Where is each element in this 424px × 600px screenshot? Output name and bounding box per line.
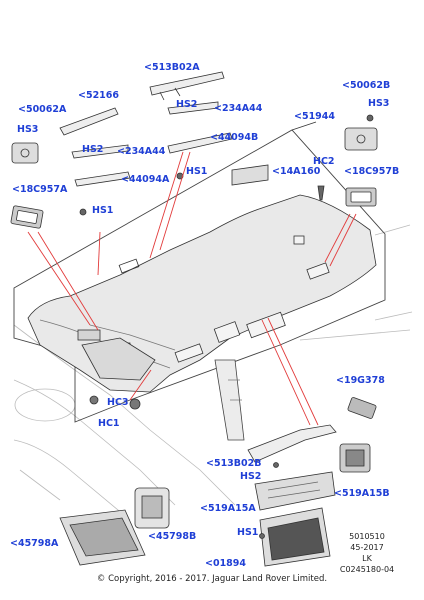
callout-19G378[interactable]: <19G378 (336, 375, 385, 386)
callout-HS1-top[interactable]: HS1 (186, 166, 208, 177)
callout-50062B[interactable]: <50062B (342, 80, 391, 91)
copyright-notice: © Copyright, 2016 - 2017. Jaguar Land Ro… (96, 574, 328, 584)
callout-01894[interactable]: <01894 (205, 558, 247, 569)
callout-45798A[interactable]: <45798A (10, 538, 59, 549)
callout-513B02B[interactable]: <513B02B (206, 458, 262, 469)
drawing-number: 5010510 (349, 532, 385, 541)
callout-44094A[interactable]: <44094A (121, 174, 170, 185)
callout-HS1-left[interactable]: HS1 (92, 205, 114, 216)
drawing-initials: LK (362, 554, 372, 563)
callout-50062A[interactable]: <50062A (18, 104, 67, 115)
callout-HC2[interactable]: HC2 (313, 156, 335, 167)
callout-519A15B[interactable]: <519A15B (334, 488, 390, 499)
drawing-date: 45-2017 (350, 543, 384, 552)
callout-51944[interactable]: <51944 (294, 111, 336, 122)
callout-HS2-bottom[interactable]: HS2 (240, 471, 262, 482)
callout-45798B[interactable]: <45798B (148, 531, 197, 542)
callout-HS3-right[interactable]: HS3 (368, 98, 390, 109)
drawing-reference: C0245180-04 (339, 565, 395, 574)
callout-HC3[interactable]: HC3 (107, 397, 129, 408)
drawing-info: 5010510 45-2017 LK C0245180-04 (332, 531, 402, 575)
callout-18C957B[interactable]: <18C957B (344, 166, 400, 177)
callout-234A44-mid[interactable]: <234A44 (117, 146, 166, 157)
callout-519A15A[interactable]: <519A15A (200, 503, 256, 514)
callout-14A160[interactable]: <14A160 (272, 166, 321, 177)
callout-234A44-top[interactable]: <234A44 (214, 103, 263, 114)
callout-HS2-mid[interactable]: HS2 (82, 144, 104, 155)
callout-HS2-top[interactable]: HS2 (176, 99, 198, 110)
callout-HS3-left[interactable]: HS3 (17, 124, 39, 135)
callout-HS1-bottom[interactable]: HS1 (237, 527, 259, 538)
callout-52166[interactable]: <52166 (78, 90, 120, 101)
callout-18C957A[interactable]: <18C957A (12, 184, 68, 195)
callout-44094B[interactable]: <44094B (210, 132, 259, 143)
callout-HC1[interactable]: HC1 (98, 418, 120, 429)
callout-513B02A[interactable]: <513B02A (144, 62, 200, 73)
